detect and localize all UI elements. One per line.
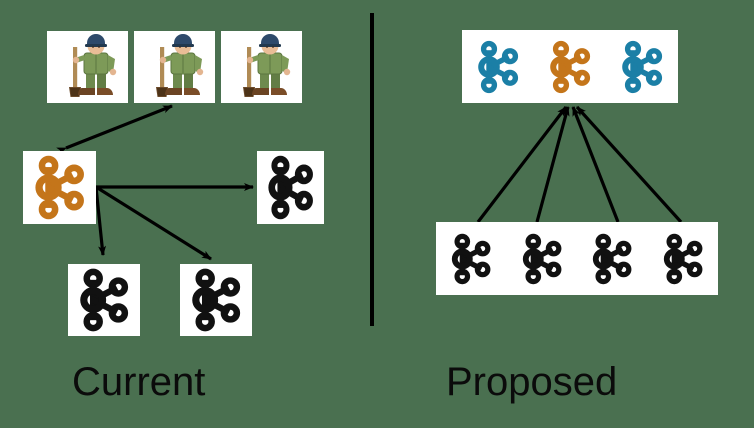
molecule-icon [80, 268, 129, 332]
molecule-icon [192, 268, 241, 332]
worker-with-shovel-icon [156, 34, 204, 97]
hub-band [462, 30, 678, 103]
worker-card [47, 31, 128, 103]
left-panel-current: Current [0, 0, 372, 428]
target-node-card [68, 264, 140, 336]
left-panel-label: Current [72, 360, 206, 404]
worker-card [134, 31, 215, 103]
molecule-icon [550, 40, 591, 93]
worker-with-shovel-icon [243, 34, 291, 97]
right-panel-label: Proposed [446, 360, 618, 404]
target-node-card [180, 264, 252, 336]
molecule-icon [268, 155, 313, 220]
worker-with-shovel-icon [69, 34, 117, 97]
molecule-icon [663, 233, 703, 284]
molecule-icon [452, 233, 491, 284]
panel-divider [370, 13, 374, 326]
source-node-card [23, 151, 96, 224]
right-panel-proposed: Proposed [374, 0, 754, 428]
molecule-icon [35, 155, 84, 220]
target-node-card [257, 151, 324, 224]
molecule-icon [522, 233, 562, 284]
molecule-icon [622, 40, 663, 93]
molecule-icon [478, 40, 519, 93]
worker-node-band [436, 222, 718, 295]
molecule-icon [593, 233, 632, 284]
worker-card [221, 31, 302, 103]
